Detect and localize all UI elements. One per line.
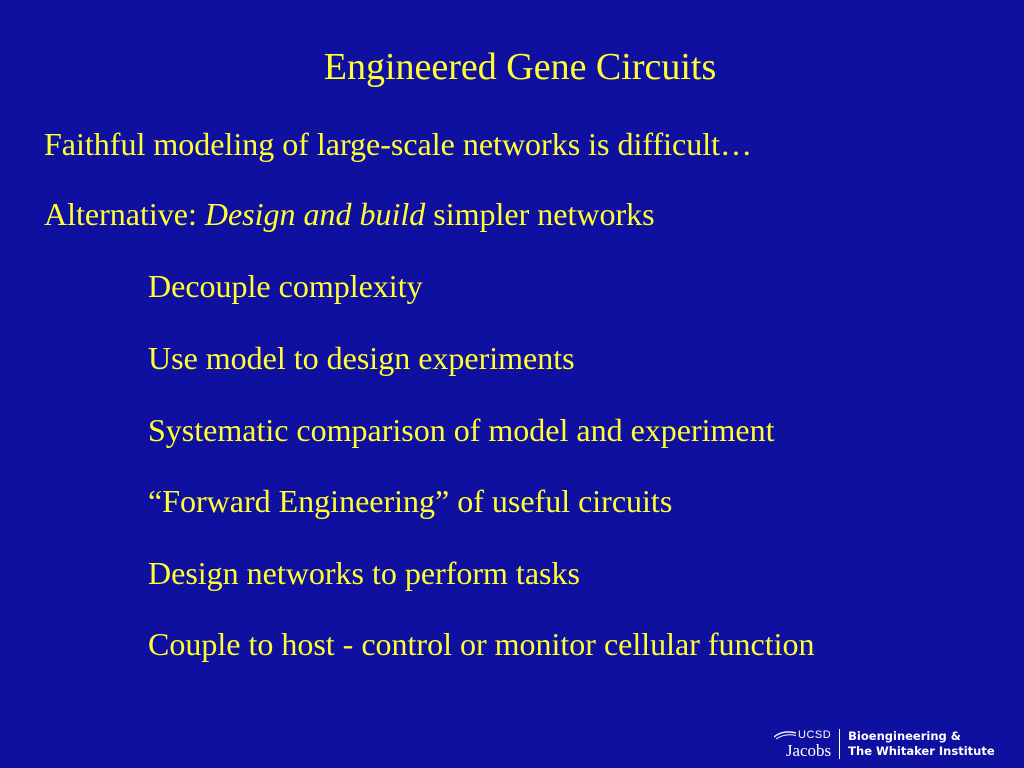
subpoint-use-model: Use model to design experiments (148, 340, 575, 376)
subpoint-systematic: Systematic comparison of model and exper… (148, 412, 775, 448)
ucsd-text: UCSD (798, 728, 832, 741)
ucsd-jacobs-wordmark: UCSD Jacobs (774, 728, 839, 760)
point-faithful-modeling: Faithful modeling of large-scale network… (44, 126, 752, 162)
logo-divider (839, 729, 841, 759)
point-alternative-emphasis: Design and build (204, 196, 426, 232)
subpoint-decouple: Decouple complexity (148, 268, 423, 304)
institute-name: Bioengineering & The Whitaker Institute (840, 729, 994, 759)
subpoint-forward-engineering: “Forward Engineering” of useful circuits (148, 483, 673, 519)
ucsd-swoosh-icon (774, 731, 796, 740)
institute-line-2: The Whitaker Institute (848, 744, 995, 758)
jacobs-text: Jacobs (785, 740, 832, 760)
point-alternative-prefix: Alternative: (44, 196, 205, 232)
ucsd-mark: UCSD (774, 728, 832, 741)
ucsd-jacobs-logo: UCSD Jacobs Bioengineering & The Whitake… (774, 726, 995, 762)
subpoint-couple-to-host: Couple to host - control or monitor cell… (148, 626, 815, 662)
institute-line-1: Bioengineering & (848, 729, 961, 743)
point-alternative: Alternative: Design and build simpler ne… (44, 194, 655, 234)
slide-title: Engineered Gene Circuits (323, 46, 717, 88)
subpoint-design-networks: Design networks to perform tasks (148, 555, 580, 591)
point-alternative-suffix: simpler networks (425, 196, 655, 232)
